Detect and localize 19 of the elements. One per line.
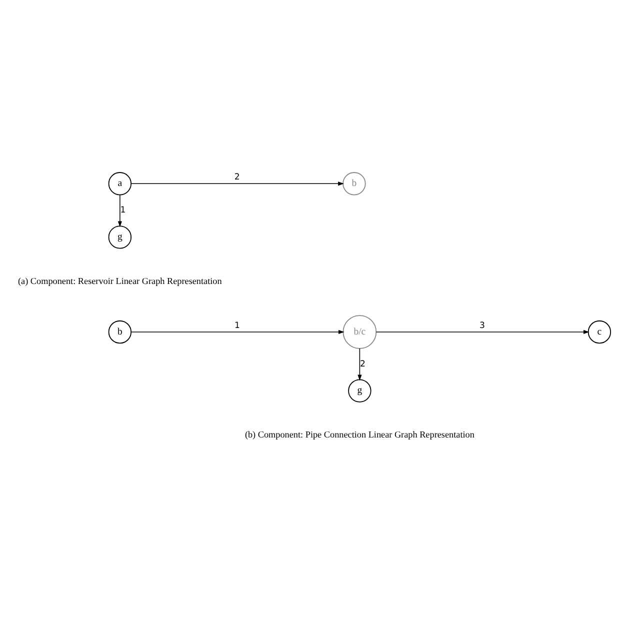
edge-label: 2	[234, 172, 240, 183]
node-circle: b	[108, 320, 132, 344]
edge-label: 3	[479, 320, 485, 331]
node-circle: a	[108, 172, 132, 196]
arrow	[118, 194, 122, 228]
node-circle: c	[588, 320, 612, 344]
node-circle: b	[342, 172, 366, 196]
label: (b) Component: Pipe Connection Linear Graph Representation	[244, 430, 474, 440]
edge-label: 2	[360, 359, 366, 370]
arrow	[358, 348, 362, 381]
node-circle: g	[348, 379, 372, 402]
edge-label: 1	[120, 206, 126, 216]
edge-label: 1	[234, 320, 240, 331]
node-circle: b/c	[342, 315, 377, 349]
node-circle: g	[108, 226, 132, 249]
label: (a) Component: Reservoir Linear Graph Representation	[18, 276, 222, 286]
arrow	[130, 330, 344, 334]
arrow	[376, 330, 590, 334]
arrow	[130, 182, 344, 186]
